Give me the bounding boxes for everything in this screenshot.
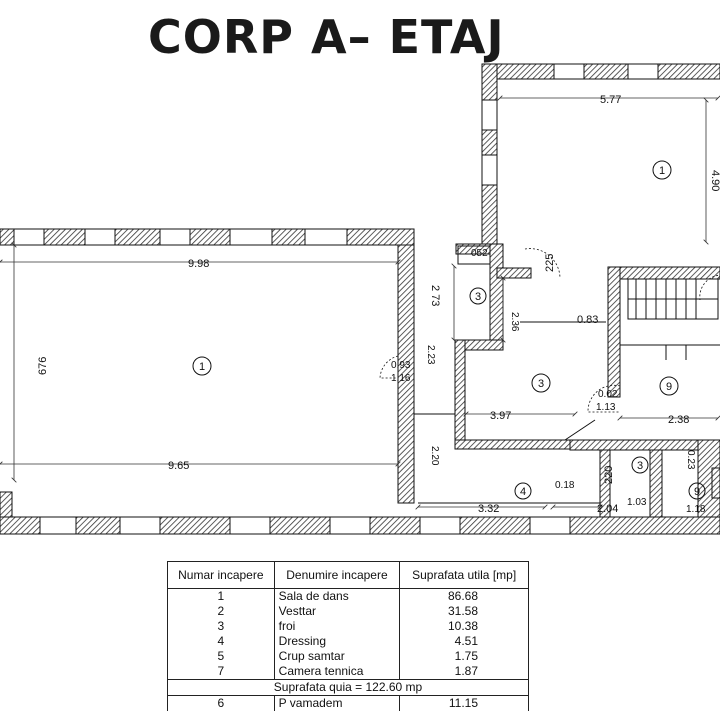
table-row: 1 Sala de dans 86.68	[167, 588, 529, 604]
wall-left-room-right	[397, 244, 415, 504]
room-number: 3	[637, 460, 643, 472]
table-row: 5 Crup samtar 1.75	[167, 649, 529, 664]
doors	[379, 248, 720, 413]
column-header: Suprafata utila [mp]	[399, 561, 529, 589]
room-number: 4	[520, 486, 526, 498]
floor-plan: 5.77 4.90 052 9.98 676 2 73 225 2.36 0.8…	[0, 63, 720, 535]
wall-step	[496, 267, 532, 279]
small-box	[457, 245, 491, 265]
dim-left-room-width: 9.98	[188, 258, 209, 270]
window	[553, 63, 585, 80]
window	[481, 154, 498, 186]
table-row: 2 Vesttar 31.58	[167, 604, 529, 619]
table-header-row: Numar incapere Denumire incapere Suprafa…	[167, 561, 529, 589]
wall-top-right	[481, 63, 720, 80]
wall-left-top	[0, 228, 415, 246]
column-header: Denumire incapere	[273, 561, 401, 589]
dim-left-room-height: 676	[37, 357, 49, 375]
dim-hall-width: 3.97	[490, 410, 511, 422]
door-arc	[587, 384, 621, 413]
table-row: 6 P vamadem 11.15	[167, 695, 529, 711]
window	[419, 516, 461, 535]
room-number: 9	[694, 486, 700, 498]
wall-hall-left	[454, 339, 466, 441]
window	[159, 228, 191, 246]
room-number: 3	[475, 291, 481, 303]
room-markers: 1 1 3 3 9 4 3 9	[192, 160, 706, 500]
dim-top-width: 5.77	[600, 94, 621, 106]
dim-right-small: 1.18	[686, 504, 706, 515]
window	[329, 516, 371, 535]
room-area-table: Numar incapere Denumire incapere Suprafa…	[167, 561, 529, 711]
column-header: Numar incapere	[167, 561, 275, 589]
dim-right-diag: 0.23	[685, 450, 696, 470]
dim-diag-a: 2.23	[425, 345, 436, 365]
dim-mid-width: 0.83	[577, 314, 598, 326]
window	[229, 516, 271, 535]
dim-small-label: 0.18	[555, 480, 575, 491]
wall-right-block-left	[481, 63, 498, 245]
stairs	[627, 278, 719, 360]
table-total-row: Suprafata quia = 122.60 mp	[167, 679, 529, 696]
dim-small-box: 052	[471, 248, 488, 259]
door-arc	[699, 274, 720, 301]
wall-bath-top	[569, 439, 720, 451]
window	[304, 228, 348, 246]
dim-door-b-bottom: 1.13	[596, 402, 616, 413]
room-number: 9	[666, 381, 672, 393]
dim-bath-width: 2.04	[597, 503, 618, 515]
dim-door-b-top: 0.02	[598, 389, 618, 400]
wall-bath-right	[649, 449, 663, 518]
wall-bath-mid	[599, 449, 611, 518]
dim-top-right-height: 4.90	[709, 170, 720, 191]
window	[119, 516, 161, 535]
table-row: 7 Camera tennica 1.87	[167, 664, 529, 680]
table-row: 3 froi 10.38	[167, 619, 529, 634]
room-number: 1	[199, 361, 205, 373]
window	[481, 99, 498, 131]
interior-lines	[414, 245, 720, 504]
dim-door-a-bottom: 1.16	[391, 373, 411, 384]
wall-stair-left	[607, 266, 621, 398]
wall-stair-top	[607, 266, 720, 280]
dim-corridor-width: 225	[544, 254, 556, 272]
total-area: Suprafata quia = 122.60 mp	[167, 679, 529, 696]
door-arc	[379, 355, 399, 379]
windows	[13, 63, 659, 535]
dim-left-room-bottom: 9.65	[168, 460, 189, 472]
window	[39, 516, 77, 535]
dim-bath-small: 1.03	[627, 497, 647, 508]
room-number: 3	[538, 378, 544, 390]
table-row: 4 Dressing 4.51	[167, 634, 529, 649]
dimension-lines	[0, 98, 718, 507]
window	[529, 516, 571, 535]
wall-corridor-right	[489, 243, 504, 349]
window	[229, 228, 273, 246]
page-title: CORP A– ETAJ	[148, 10, 505, 64]
wall-left-stub	[0, 491, 13, 518]
wall-hall-bottom	[454, 439, 571, 450]
dim-right-width: 2.38	[668, 414, 689, 426]
dim-bath-height: 220	[603, 466, 615, 484]
room-number: 1	[659, 165, 665, 177]
dim-diag-b: 2.20	[429, 446, 440, 466]
window	[84, 228, 116, 246]
walls	[0, 63, 720, 535]
window	[627, 63, 659, 80]
dim-step-height: 2.36	[509, 312, 520, 332]
dim-corridor-height: 2 73	[429, 285, 441, 306]
window	[13, 228, 45, 246]
dim-bottom-width: 3.32	[478, 503, 499, 515]
door-arc	[524, 248, 561, 279]
dimension-labels: 5.77 4.90 052 9.98 676 2 73 225 2.36 0.8…	[37, 94, 720, 515]
dim-door-a-top: 0.93	[391, 360, 411, 371]
